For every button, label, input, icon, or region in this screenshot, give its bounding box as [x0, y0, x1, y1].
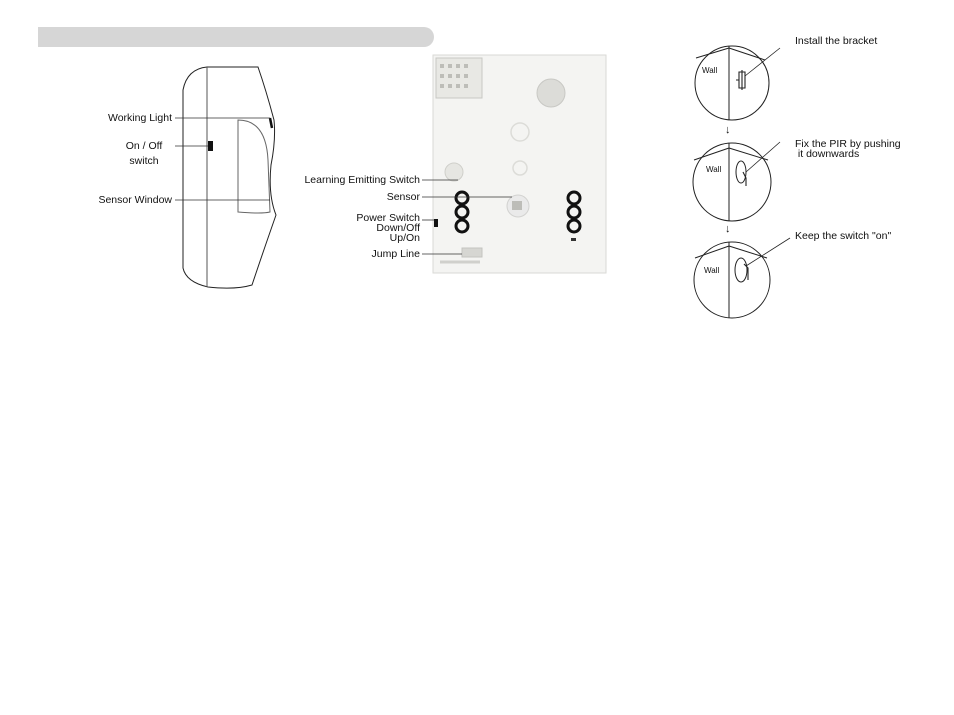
step-3-text: Keep the switch "on": [795, 230, 891, 242]
label-working-light: Working Light: [60, 112, 172, 124]
wall-label-3: Wall: [704, 265, 719, 277]
down-arrow-icon: ↓: [725, 124, 731, 136]
install-step-1: [695, 46, 780, 120]
label-sensor: Sensor: [270, 191, 420, 203]
label-switch: switch: [112, 155, 176, 167]
label-sensor-window: Sensor Window: [60, 194, 172, 206]
label-up-on: Up/On: [270, 232, 420, 244]
label-on-off: On / Off: [112, 140, 176, 152]
wall-label-2: Wall: [706, 164, 721, 176]
step-2-text-line2: it downwards: [795, 148, 859, 160]
power-switch-icon: [434, 219, 438, 227]
pcb-board: [433, 55, 606, 273]
install-step-3: [694, 238, 790, 318]
label-jump-line: Jump Line: [270, 248, 420, 260]
pir-device-illustration: [183, 67, 276, 288]
label-learning-emitting-switch: Learning Emitting Switch: [270, 174, 420, 186]
wall-label-1: Wall: [702, 65, 717, 77]
down-arrow-icon: ↓: [725, 223, 731, 235]
on-off-switch-icon: [208, 141, 213, 151]
install-step-2: [693, 142, 780, 221]
pir-leader-lines: [175, 118, 270, 200]
step-1-text: Install the bracket: [795, 35, 877, 47]
